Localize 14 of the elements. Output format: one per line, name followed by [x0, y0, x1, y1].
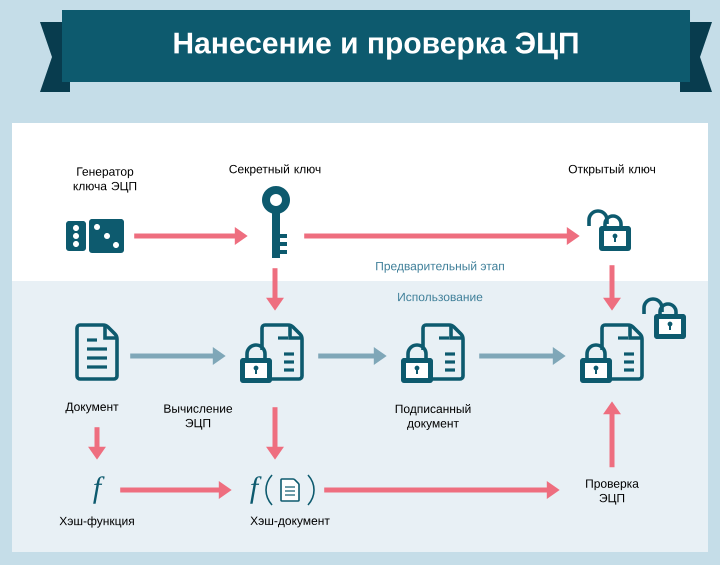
locked-document-drawing — [580, 297, 686, 386]
node-label: Документ — [65, 402, 118, 414]
function-symbol: f — [93, 476, 105, 504]
node-label: Открытый ключ — [568, 164, 655, 176]
node-label: Вычисление ЭЦП — [164, 404, 232, 430]
stage-label: Использование — [398, 292, 482, 302]
stage-label: Предварительный этап — [376, 261, 504, 273]
title-banner: Нанесение и проверка ЭЦП — [40, 10, 712, 92]
node-label: Секретный ключ — [229, 164, 320, 176]
node-label: Хэш-функция — [60, 516, 134, 528]
node-label: Хэш-документ — [250, 516, 330, 528]
node-label: Генератор ключа ЭЦП — [74, 167, 136, 193]
node-label: Подписанный документ — [396, 404, 470, 430]
step-label: Проверка ЭЦП — [586, 479, 639, 505]
